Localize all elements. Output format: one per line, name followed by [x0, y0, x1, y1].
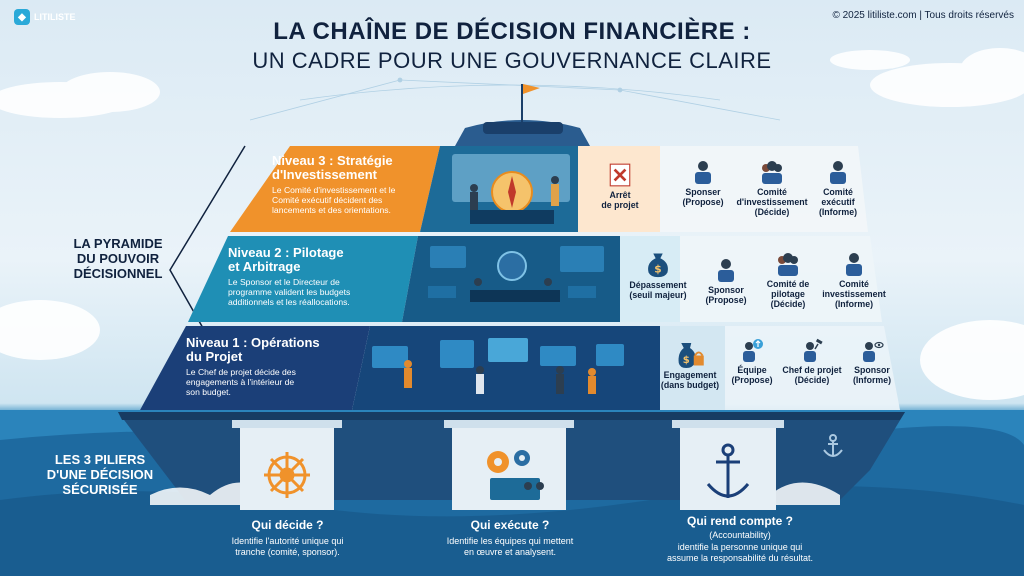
pillars [232, 420, 784, 510]
bridge-scene [452, 154, 570, 224]
meeting-scene [428, 246, 604, 302]
stop-document-icon [609, 163, 631, 187]
page-title: LA CHAÎNE DE DÉCISION FINANCIÈRE : [273, 18, 751, 45]
money-lock-icon: $ [678, 343, 704, 368]
person-icon [718, 259, 734, 282]
person-icon [695, 161, 711, 184]
page-subtitle: UN CADRE POUR UNE GOUVERNANCE CLAIRE [252, 48, 772, 73]
level-1-role-3: Sponsor(Informe) [842, 338, 902, 385]
ship-wheel-icon [264, 452, 310, 498]
level-2-role-1: Sponsor(Propose) [696, 258, 756, 305]
level-2-trigger: $ Dépassement(seuil majeur) [620, 248, 696, 300]
level-3-role-1: Sponser(Propose) [670, 160, 736, 207]
money-bag-icon: $ [648, 253, 668, 278]
anchor-large-icon [706, 443, 750, 498]
pillar-3-subtitle: (Accountability) [709, 530, 771, 540]
person-up-icon [743, 339, 763, 362]
clouds [0, 48, 1024, 400]
person-gavel-icon [804, 338, 823, 362]
svg-text:$: $ [654, 262, 661, 275]
person-icon [830, 161, 846, 184]
person-eye-icon [863, 341, 884, 362]
copyright: © 2025 litiliste.com | Tous droits réser… [832, 10, 1014, 21]
person-icon [846, 253, 862, 276]
pillar-2-title: Qui exécute ? [470, 518, 550, 532]
pyramid-side-label: LA PYRAMIDE DU POUVOIR DÉCISIONNEL [73, 236, 163, 281]
group-icon [762, 161, 782, 184]
level-1-trigger: $ Engagement(dans budget) [650, 338, 730, 390]
anchor-icon [823, 434, 843, 457]
pillar-1-title: Qui décide ? [251, 518, 324, 532]
logo: ◆ LITILISTE [14, 9, 76, 25]
level-1-role-2: Chef de projet(Décide) [776, 338, 848, 385]
gears-icon [487, 450, 544, 500]
pillars-side-label: LES 3 PILIERS D'UNE DÉCISION SÉCURISÉE [46, 452, 154, 497]
group-icon [778, 253, 798, 276]
pillar-3-title: Qui rend compte ? [686, 514, 793, 528]
svg-text:$: $ [683, 355, 690, 366]
level-1-role-1: Équipe(Propose) [724, 338, 780, 385]
logo-icon: ◆ [14, 9, 30, 25]
workers-scene [372, 338, 624, 394]
logo-text: LITILISTE [34, 12, 76, 22]
